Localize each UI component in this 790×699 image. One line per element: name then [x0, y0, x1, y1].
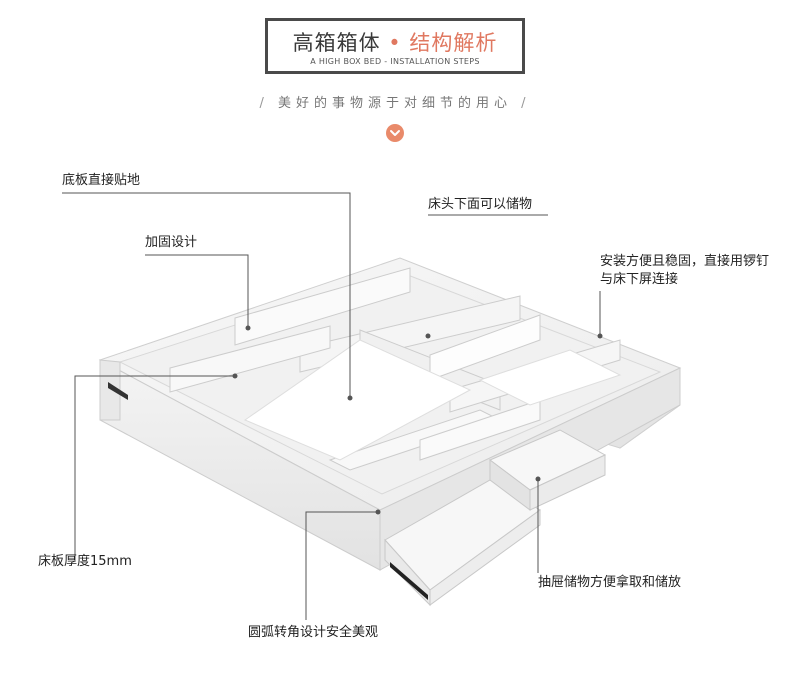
leader-floor-board	[62, 192, 351, 398]
leader-dots	[232, 325, 603, 515]
compartment-floors	[243, 339, 622, 461]
bed-left-side	[99, 359, 381, 571]
title-accent-text: 结构解析	[409, 31, 498, 55]
slogan-slash-right: /	[512, 96, 531, 111]
chevron-down-icon	[390, 130, 400, 136]
leader-lines	[62, 192, 601, 620]
title-dot: •	[380, 31, 410, 55]
callout-board-thickness: 床板厚度15mm	[38, 554, 132, 569]
callout-floor-board: 底板直接贴地	[62, 173, 141, 188]
slogan: / 美好的事物源于对细节的用心 /	[0, 92, 790, 111]
drawer-right	[489, 429, 607, 511]
leader-corner	[305, 511, 378, 620]
title-subtitle: A HIGH BOX BED - INSTALLATION STEPS	[310, 57, 480, 66]
page-title: 高箱箱体 • 结构解析	[268, 27, 522, 57]
title-main-text: 高箱箱体	[292, 31, 381, 55]
callout-headboard-storage: 床头下面可以储物	[428, 197, 533, 212]
leader-thickness	[74, 375, 235, 562]
callout-drawer-storage: 抽屉储物方便拿取和储放	[538, 575, 682, 590]
slogan-slash-left: /	[259, 96, 278, 111]
title-box: 高箱箱体 • 结构解析 A HIGH BOX BED - INSTALLATIO…	[265, 18, 525, 74]
drawer-left	[384, 479, 541, 607]
callout-rounded-corner: 圆弧转角设计安全美观	[248, 625, 379, 640]
leader-reinforce	[145, 254, 249, 328]
slogan-text: 美好的事物源于对细节的用心	[277, 96, 512, 111]
callout-easy-install: 安装方便且稳固，直接用锣钉与床下屏连接	[600, 254, 770, 287]
callout-reinforce: 加固设计	[145, 235, 198, 250]
scroll-down-button[interactable]	[386, 124, 404, 142]
